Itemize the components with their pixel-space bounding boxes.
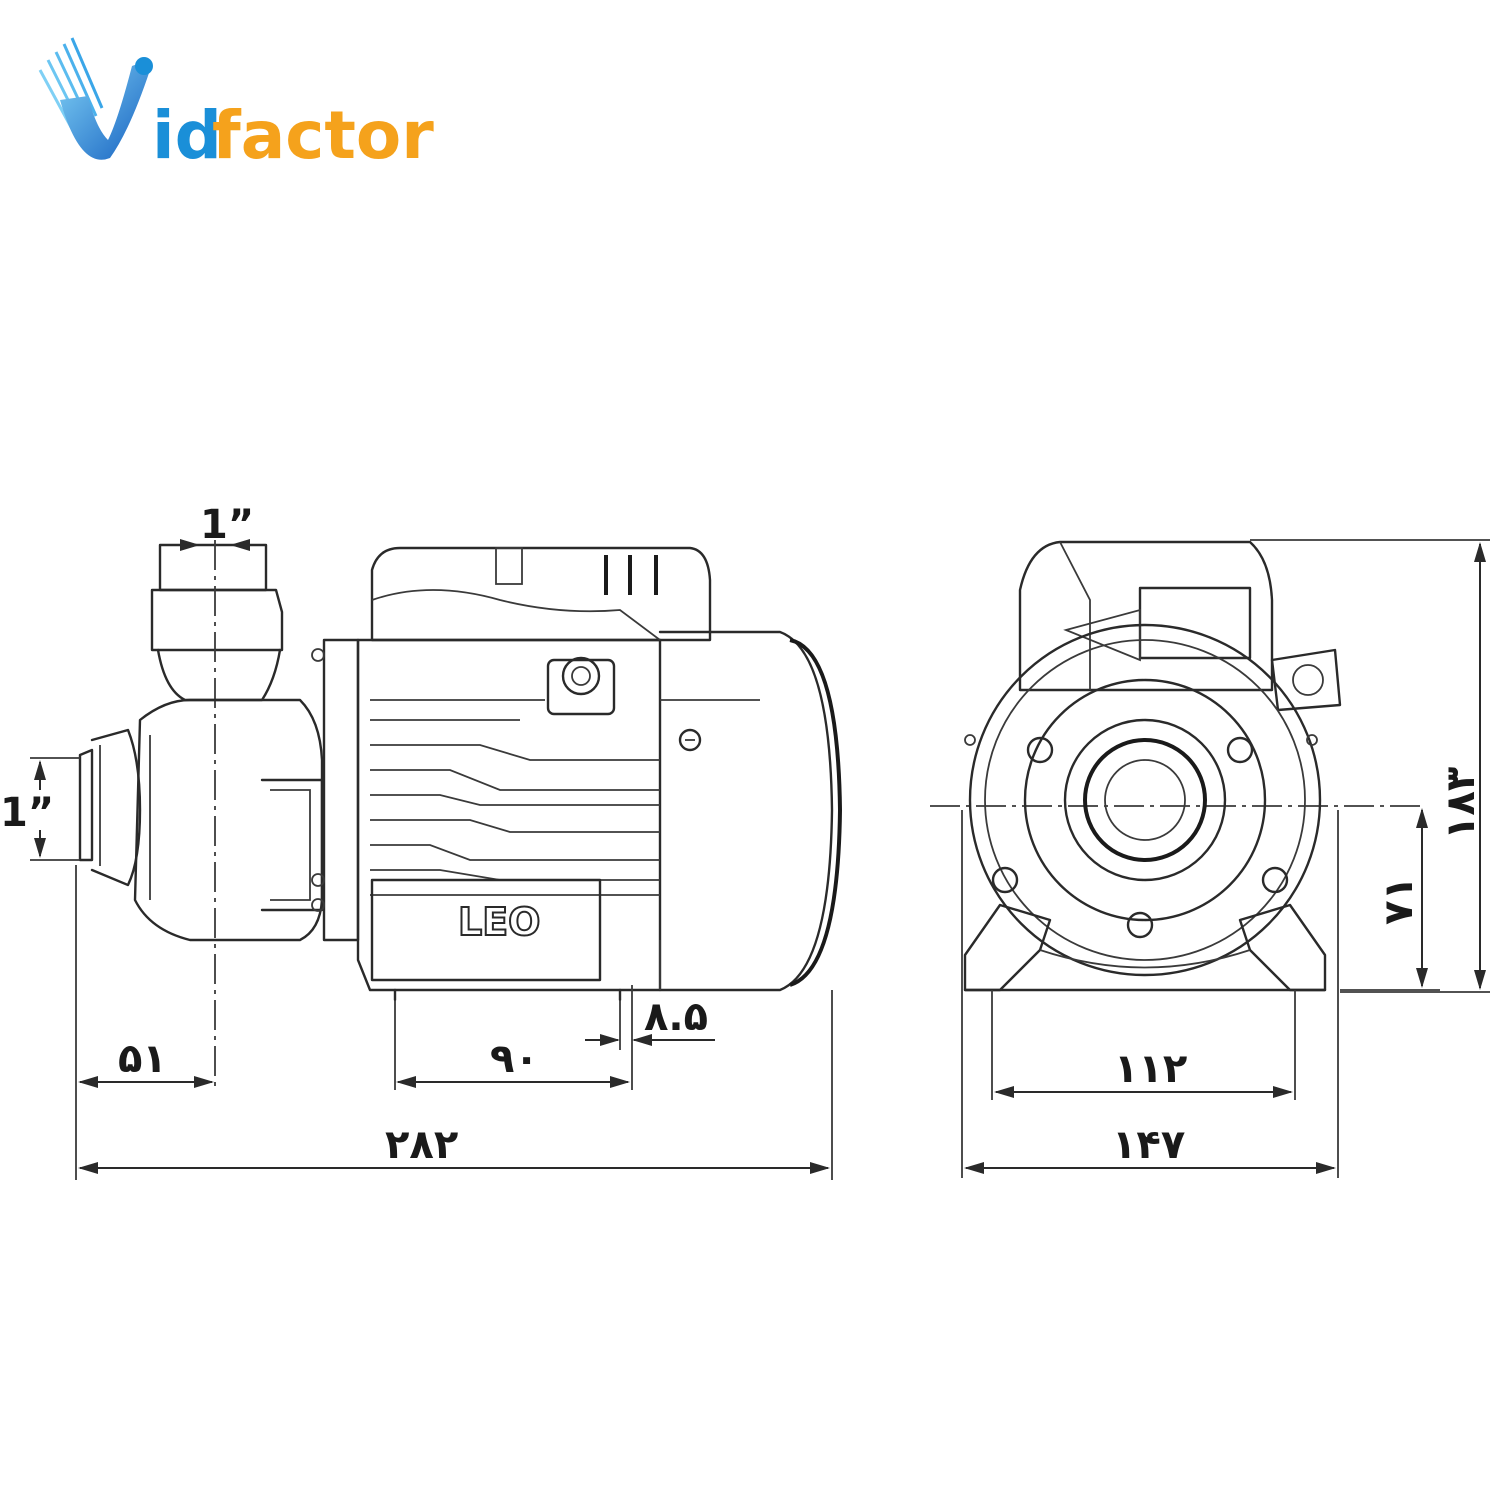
inlet-fitting <box>78 728 142 887</box>
label-base-width: ۱۱۲ <box>1114 1046 1187 1092</box>
label-total-height: ۱۸۳ <box>1438 767 1484 840</box>
dim-inlet-size: 1” <box>0 757 80 861</box>
fan-cover <box>658 630 842 992</box>
dim-total-height: ۱۸۳ <box>1250 539 1490 993</box>
dim-total-length: ۲۸۲ <box>78 990 833 1180</box>
side-view: LEO <box>0 502 842 1180</box>
label-inlet-size: 1” <box>0 790 54 836</box>
motor-feet <box>393 940 661 1002</box>
dim-outlet-size: 1” <box>162 502 266 551</box>
brand-plate-leo: LEO <box>458 900 540 944</box>
label-outlet-size: 1” <box>200 502 254 548</box>
outlet-fitting <box>150 540 284 1090</box>
dim-shaft-height: ۷۱ <box>1340 808 1440 991</box>
label-total-width: ۱۴۷ <box>1112 1122 1185 1168</box>
dim-total-width: ۱۴۷ <box>961 810 1339 1178</box>
logo-feather-icon <box>38 37 153 160</box>
label-foot-spacing: ۹۰ <box>490 1036 539 1082</box>
dim-inlet-offset: ۵۱ <box>75 865 214 1180</box>
pump-head <box>133 698 324 942</box>
label-inlet-offset: ۵۱ <box>118 1036 167 1082</box>
front-view: ۱۱۲ ۱۴۷ ۷۱ ۱۸۳ <box>930 539 1490 1178</box>
terminal-box <box>370 546 712 716</box>
dim-foot-gap: ۸.۵ <box>585 994 715 1050</box>
label-total-length: ۲۸۲ <box>385 1122 458 1168</box>
dim-base-width: ۱۱۲ <box>991 990 1296 1100</box>
front-base <box>963 903 1327 992</box>
label-foot-gap: ۸.۵ <box>644 994 708 1040</box>
vidfactor-logo: id factor <box>38 37 434 174</box>
front-round-body <box>964 623 1322 977</box>
logo-text-factor: factor <box>212 97 434 174</box>
motor-body: LEO <box>356 638 662 992</box>
label-shaft-height: ۷۱ <box>1376 876 1422 925</box>
dim-foot-spacing: ۹۰ <box>394 985 633 1090</box>
front-cable-gland <box>1270 648 1342 712</box>
flange-plate <box>311 638 360 942</box>
logo-text-id: id <box>152 97 222 174</box>
